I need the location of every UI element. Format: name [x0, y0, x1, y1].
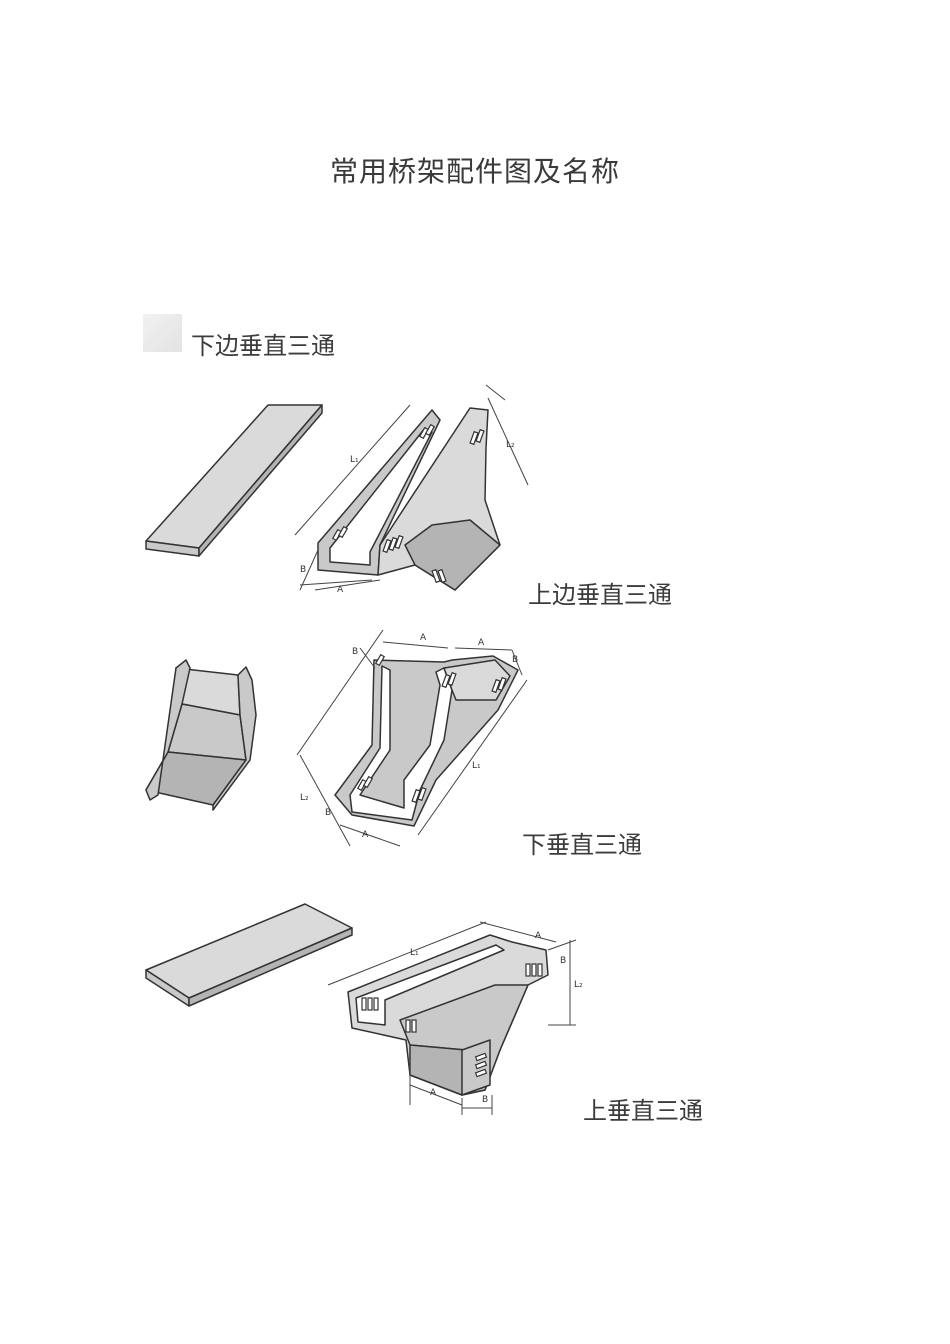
cover-plate-1: [145, 404, 323, 557]
dim-b-left: B: [325, 808, 331, 818]
dimension-lines-2: [296, 629, 528, 847]
dim-a-top: A: [420, 633, 427, 643]
dim-b: B: [300, 565, 306, 575]
section-label-2: 上边垂直三通: [528, 581, 672, 609]
dim-a-bottom: A: [362, 830, 369, 840]
bent-plate-2: [145, 659, 257, 811]
section-label-4: 上垂直三通: [583, 1097, 703, 1125]
section-label-1: 下边垂直三通: [191, 332, 335, 360]
dim-b-right: B: [512, 655, 518, 665]
dim-a-top: A: [535, 931, 542, 941]
image-placeholder-icon: [143, 314, 182, 352]
dim-b-bottom: B: [482, 1095, 488, 1105]
dim-a: A: [337, 585, 344, 595]
page-title: 常用桥架配件图及名称: [329, 155, 620, 188]
section-label-3: 下垂直三通: [522, 831, 642, 859]
dim-l2: L₂: [300, 793, 309, 803]
dim-b-right: B: [560, 956, 566, 966]
dimension-lines-1: [294, 384, 529, 591]
dim-a-right: A: [478, 638, 485, 648]
dim-b-top: B: [352, 647, 358, 657]
dim-a-bottom: A: [430, 1088, 437, 1098]
dimension-lines-3: [327, 921, 577, 1115]
dim-l1: L₁: [472, 761, 481, 771]
dim-l1: L₁: [350, 455, 359, 465]
tee-fitting-2: [334, 653, 519, 827]
dim-l1: L₁: [410, 948, 419, 958]
cover-plate-3: [145, 903, 353, 1007]
dim-l2: L₂: [574, 980, 583, 990]
tee-fitting-1: [317, 407, 501, 591]
dim-l2: L₂: [506, 440, 515, 450]
tee-fitting-3: [347, 934, 549, 1096]
